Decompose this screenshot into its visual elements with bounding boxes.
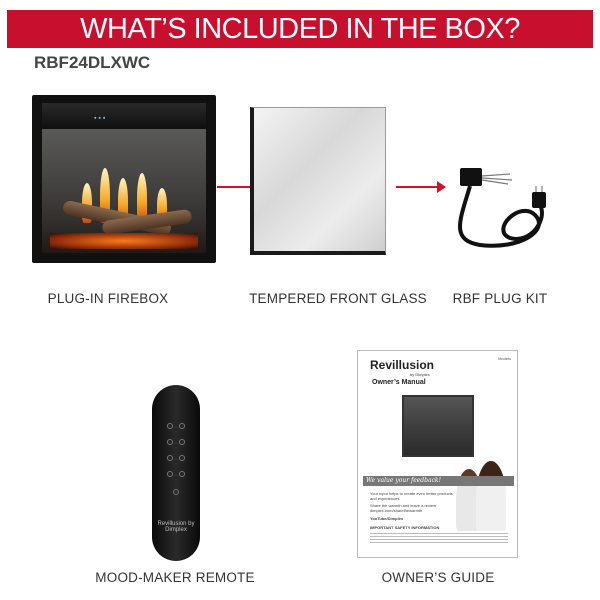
flame <box>157 188 167 223</box>
remote-button <box>179 455 185 461</box>
manual-safety: IMPORTANT SAFETY INFORMATION <box>370 525 440 530</box>
item-label-plug-kit: RBF PLUG KIT <box>452 291 548 306</box>
manual-text: Your input helps to create even better p… <box>370 491 453 501</box>
owners-manual-image: Revillusion by Dimplex Models Owner’s Ma… <box>357 350 518 558</box>
glass-image <box>250 107 386 255</box>
manual-title: Owner’s Manual <box>372 379 426 386</box>
flame <box>100 168 110 223</box>
manual-fine-print <box>370 531 508 545</box>
remote-logo: Revillusion by Dimplex <box>157 521 195 533</box>
manual-text: Share the warmth and leave a review dimp… <box>370 503 437 513</box>
ember-bed <box>50 233 198 249</box>
item-label-remote: MOOD-MAKER REMOTE <box>95 570 255 585</box>
remote-button <box>179 439 185 445</box>
display-icon: ▪ ▪ ▪ <box>94 115 106 122</box>
photo-person <box>476 461 506 533</box>
header-banner: WHAT’S INCLUDED IN THE BOX? <box>7 10 593 48</box>
manual-feedback-banner: We value your feedback! <box>363 476 514 486</box>
flame <box>118 178 128 223</box>
connector <box>460 168 482 186</box>
manual-fireplace-photo <box>402 395 474 457</box>
firebox-control-bar: ▪ ▪ ▪ <box>42 103 206 127</box>
manual-brand: Revillusion <box>370 358 435 372</box>
item-label-guide: OWNER’S GUIDE <box>381 570 495 585</box>
firebox-interior <box>42 129 206 253</box>
remote-button <box>167 471 173 477</box>
remote-button <box>179 423 185 429</box>
arrow-icon <box>396 181 446 193</box>
remote-button <box>167 439 173 445</box>
remote-button <box>167 423 173 429</box>
cord <box>458 185 544 248</box>
remote-image: Revillusion by Dimplex <box>152 385 200 561</box>
firebox-image: ▪ ▪ ▪ <box>32 95 216 263</box>
manual-models: Models <box>498 356 511 361</box>
manual-by: by Dimplex <box>410 372 430 377</box>
model-number: RBF24DLXWC <box>34 53 151 72</box>
item-label-firebox: PLUG-IN FIREBOX <box>47 291 169 306</box>
remote-button <box>179 471 185 477</box>
flame <box>137 173 147 223</box>
plug <box>532 192 546 208</box>
flame <box>82 183 92 223</box>
item-label-glass: TEMPERED FRONT GLASS <box>249 291 427 306</box>
remote-button <box>167 455 173 461</box>
plug-kit-image <box>458 168 546 248</box>
power-button <box>173 489 179 495</box>
manual-social: YouTube/Dimplex <box>370 516 404 521</box>
